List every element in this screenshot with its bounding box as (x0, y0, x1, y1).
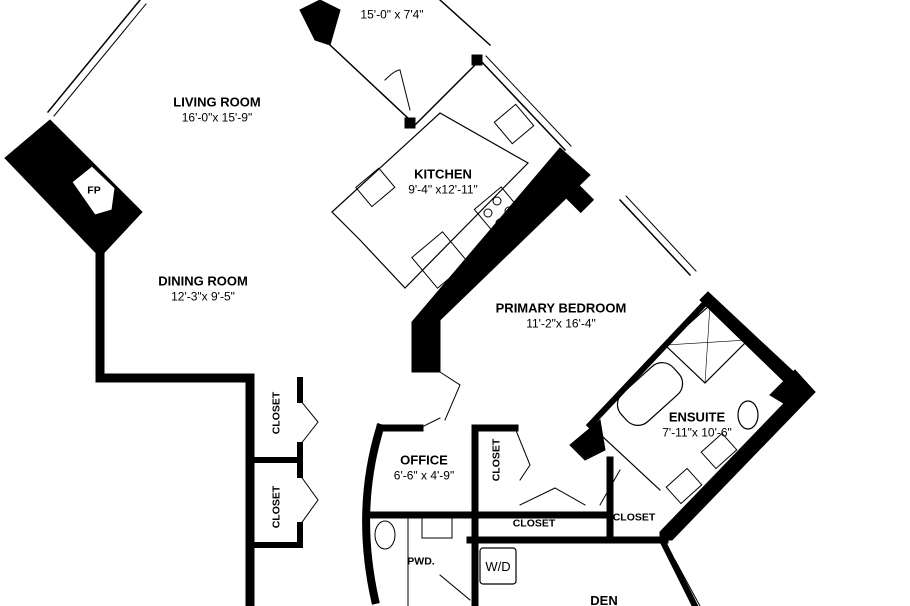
pwd-toilet-icon (374, 520, 396, 550)
room-primary-bedroom: PRIMARY BEDROOM 11'-2"x 16'-4" (496, 300, 627, 331)
room-dims: 16'-0"x 15'-9" (181, 110, 253, 125)
room-name: OFFICE (400, 452, 448, 468)
washer-dryer-label: W/D (485, 558, 511, 574)
room-dims: 9'-4" x12'-11" (408, 182, 478, 197)
room-ensuite: ENSUITE 7'-11"x 10'-6" (662, 409, 732, 440)
closet-label: CLOSET (490, 438, 503, 482)
closet-label: CLOSET (270, 485, 283, 529)
wall-west (95, 250, 255, 606)
wall-ensuite (585, 295, 713, 430)
washer-dryer-icon (479, 547, 517, 585)
closet-label: CLOSET (512, 517, 556, 530)
room-dims: 11'-2"x 16'-4" (526, 316, 596, 331)
room-dims: 7'-11"x 10'-6" (662, 425, 732, 440)
room-name: DINING ROOM (158, 273, 248, 289)
room-name: ENSUITE (668, 409, 726, 425)
room-dining: DINING ROOM 12'-3"x 9'-5" (158, 273, 248, 304)
balcony-dims: 15'-0" x 7'4" (360, 7, 424, 22)
powder-room-label: PWD. (407, 555, 435, 568)
room-dims: 12'-3"x 9'-5" (171, 289, 235, 304)
kitchen-sink-icon (355, 167, 396, 208)
room-den: DEN (590, 592, 618, 606)
fireplace-wall (4, 119, 143, 258)
fireplace-icon (71, 165, 116, 216)
toilet-icon (737, 400, 759, 430)
fireplace-label: FP (87, 184, 101, 197)
room-dims: 6'-6" x 4'-9" (393, 468, 455, 483)
vanity-sink-icon (665, 467, 703, 505)
wall-office (362, 423, 385, 605)
closet-walls (247, 377, 303, 548)
room-kitchen: KITCHEN 9'-4" x12'-11" (408, 166, 478, 197)
balcony-wall (299, 0, 341, 46)
room-office: OFFICE 6'-6" x 4'-9" (394, 452, 454, 483)
pwd-sink-icon (421, 517, 453, 539)
room-name: LIVING ROOM (173, 94, 261, 110)
kitchen-island (331, 112, 529, 289)
room-name: PRIMARY BEDROOM (495, 300, 627, 316)
window-living (46, 0, 141, 114)
room-name: KITCHEN (414, 166, 472, 182)
closet-label: CLOSET (270, 391, 283, 435)
sink-icon (493, 103, 535, 145)
room-living: LIVING ROOM 16'-0"x 15'-9" (173, 94, 260, 125)
bathtub-icon (616, 362, 684, 426)
closet-label: CLOSET (612, 511, 656, 524)
